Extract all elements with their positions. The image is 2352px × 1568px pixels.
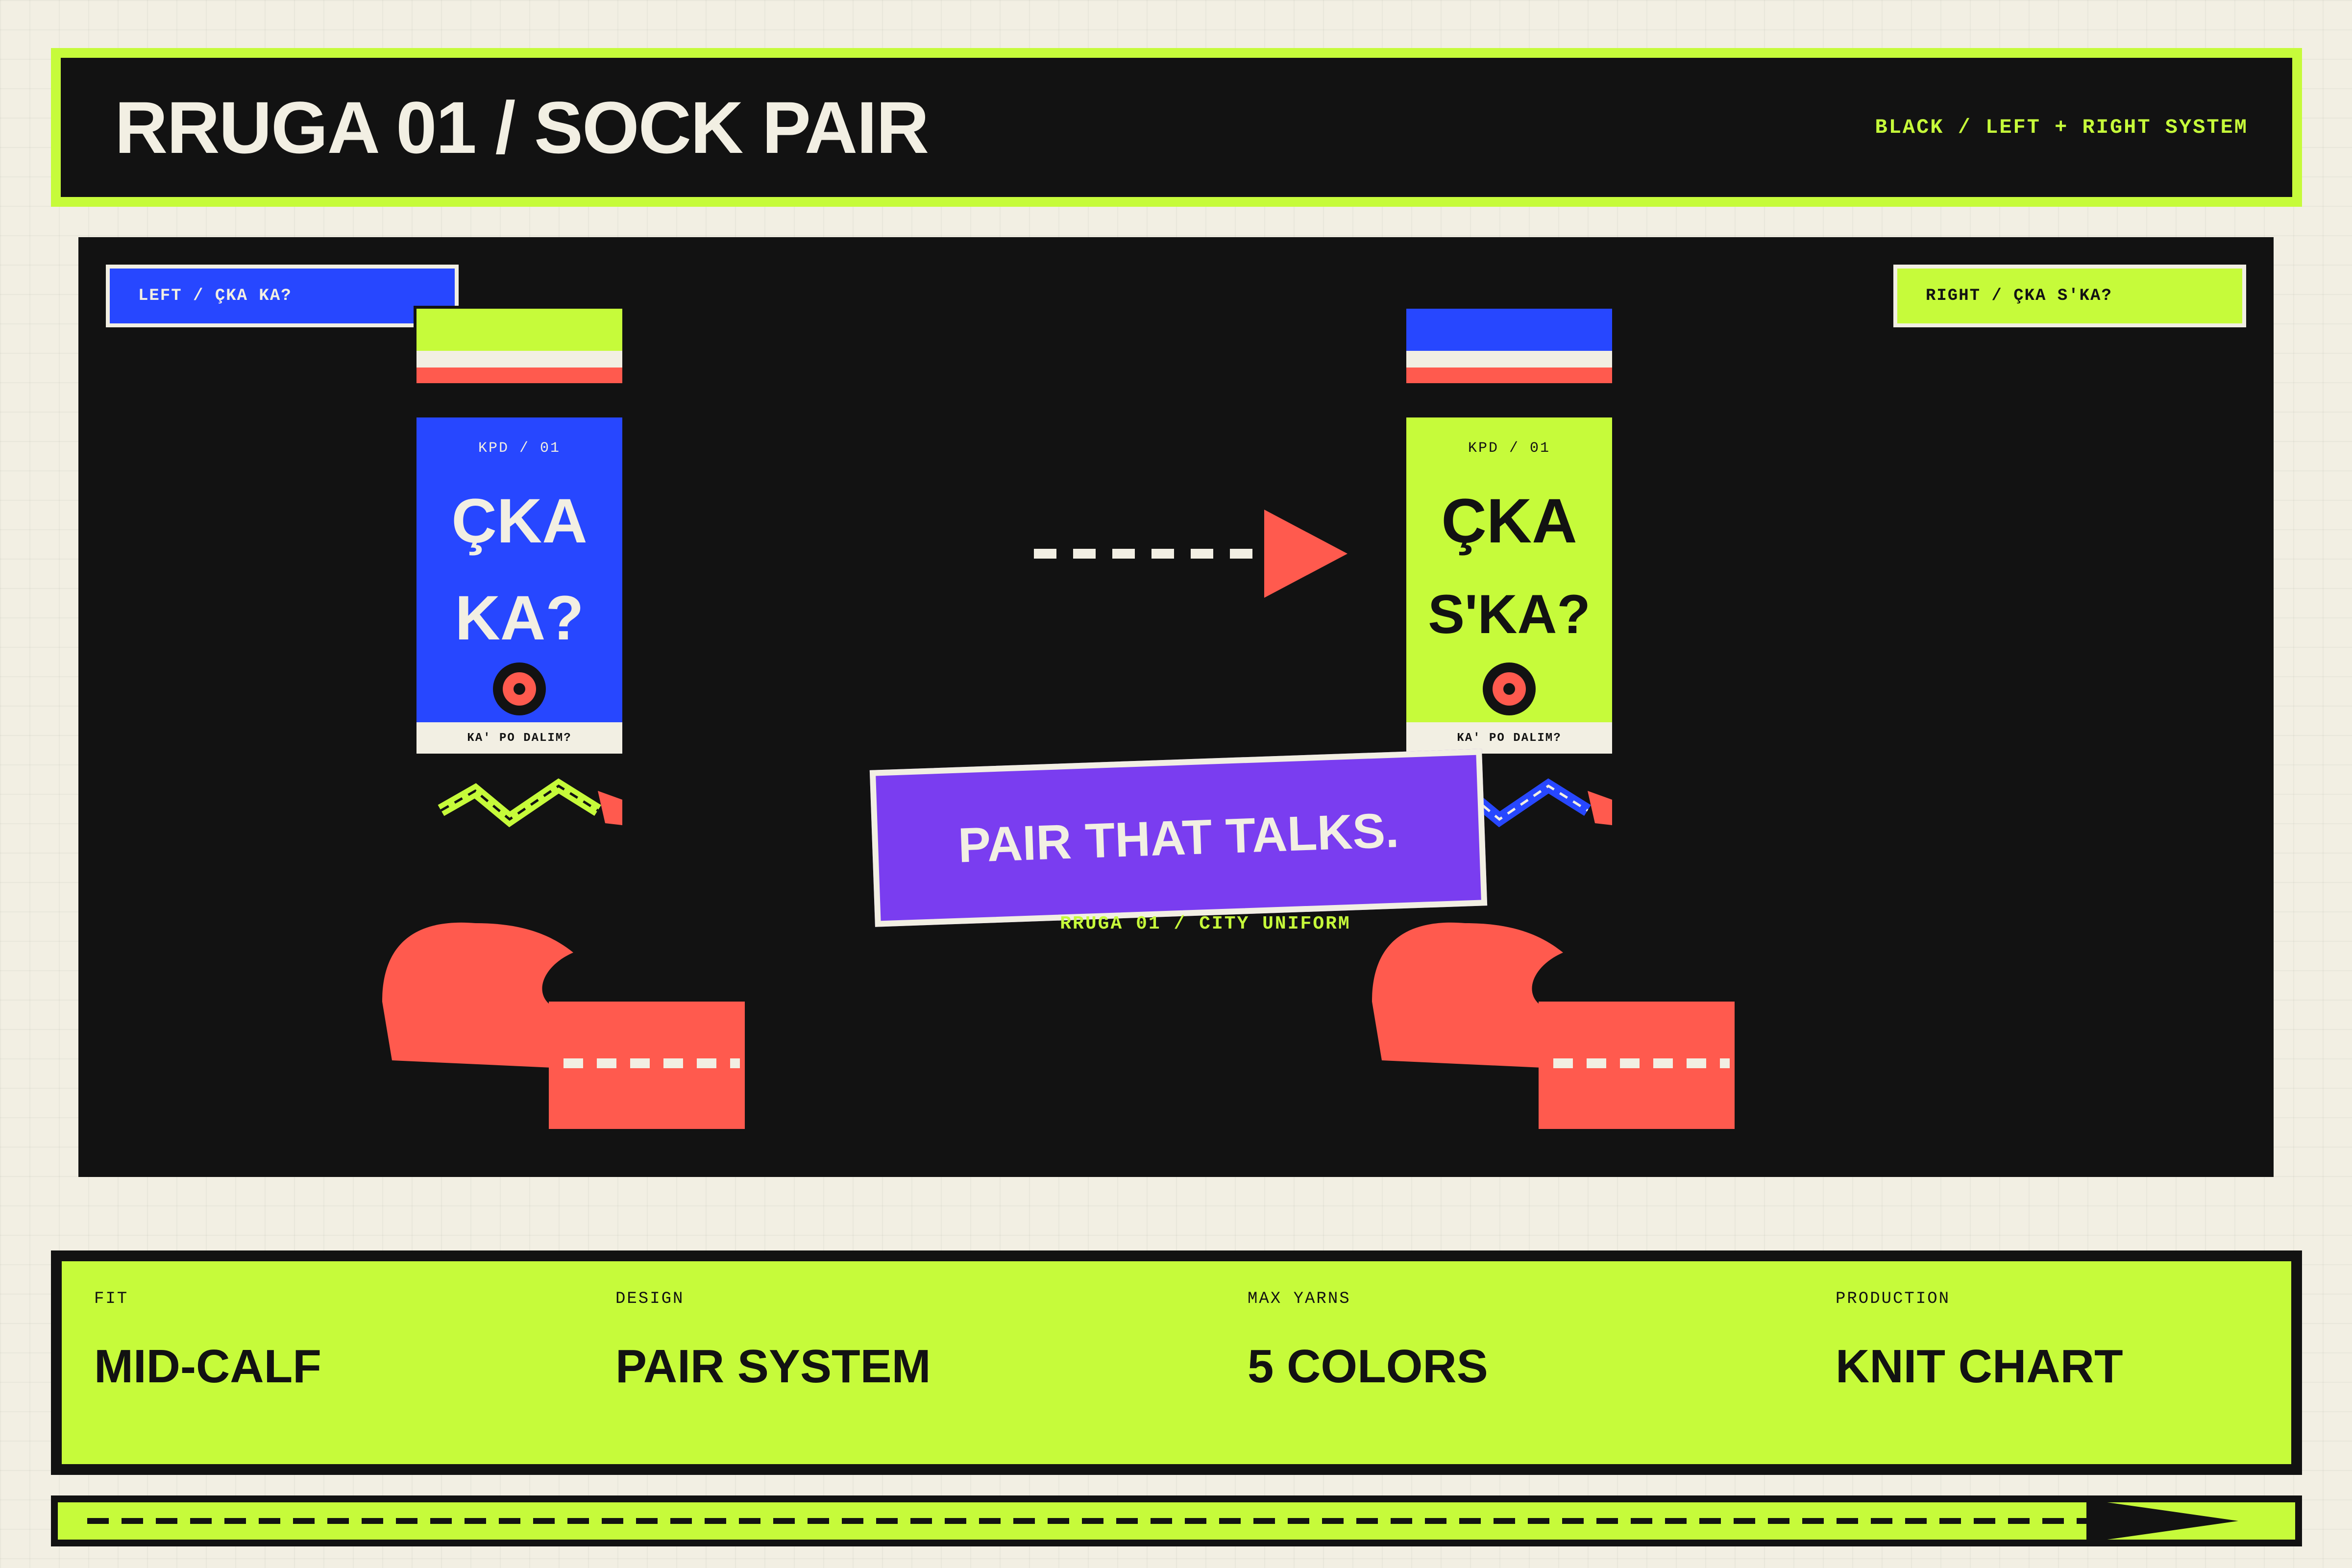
spec-value: PAIR SYSTEM	[615, 1340, 931, 1393]
right-cuff-stripes	[1406, 309, 1612, 383]
stripe	[1406, 309, 1612, 351]
spec-key: PRODUCTION	[1836, 1290, 1951, 1308]
right-sock-label: KPD / 01 ÇKA S'KA? KA' PO DALIM?	[1406, 417, 1612, 754]
stripe	[416, 309, 622, 351]
stripe	[416, 351, 622, 368]
label-word-1: ÇKA	[1441, 486, 1577, 556]
spec-panel-inner: FIT MID-CALF DESIGN PAIR SYSTEM MAX YARN…	[62, 1261, 2291, 1464]
label-footer: KA' PO DALIM?	[416, 722, 622, 754]
spec-key: FIT	[94, 1290, 129, 1308]
label-word-1: ÇKA	[451, 486, 588, 556]
stripe	[1406, 351, 1612, 368]
heel-toe-left	[382, 922, 745, 1129]
heel-toe-right	[1372, 922, 1735, 1129]
spec-panel: FIT MID-CALF DESIGN PAIR SYSTEM MAX YARN…	[51, 1250, 2302, 1475]
slogan-text: PAIR THAT TALKS.	[957, 802, 1400, 873]
spec-key: MAX YARNS	[1248, 1290, 1351, 1308]
right-tag: RIGHT / ÇKA S'KA?	[1893, 265, 2246, 327]
progress-strip	[51, 1495, 2302, 1546]
target-icon	[1483, 662, 1536, 715]
label-word-2: KA?	[455, 583, 584, 653]
sock-stage: LEFT / ÇKA KA? RIGHT / ÇKA S'KA? KPD / 0…	[78, 237, 2274, 1177]
header-subtitle: BLACK / LEFT + RIGHT SYSTEM	[1875, 116, 2248, 139]
spec-key: DESIGN	[615, 1290, 685, 1308]
spec-value: MID-CALF	[94, 1340, 321, 1393]
stripe	[416, 368, 622, 383]
zigzag-left	[438, 778, 622, 828]
label-word-2: S'KA?	[1428, 584, 1591, 645]
slogan-sticker: PAIR THAT TALKS.	[869, 749, 1488, 927]
spec-value: 5 COLORS	[1248, 1340, 1488, 1393]
label-code: KPD / 01	[1468, 440, 1551, 457]
header-bar: RRUGA 01 / SOCK PAIR BLACK / LEFT + RIGH…	[51, 48, 2302, 207]
progress-track	[58, 1502, 2295, 1540]
label-code: KPD / 01	[478, 440, 561, 457]
spec-value: KNIT CHART	[1836, 1340, 2123, 1393]
label-footer: KA' PO DALIM?	[1406, 722, 1612, 754]
left-tag: LEFT / ÇKA KA?	[106, 265, 459, 327]
target-icon	[493, 662, 546, 715]
stage-caption: RRUGA 01 / CITY UNIFORM	[1060, 913, 1351, 934]
progress-arrow	[87, 1502, 2238, 1540]
left-sock-label: KPD / 01 ÇKA KA? KA' PO DALIM?	[416, 417, 622, 754]
left-cuff-stripes	[414, 306, 625, 386]
stripe	[1406, 368, 1612, 383]
arrow-right-icon	[1034, 510, 1348, 598]
header-inner: RRUGA 01 / SOCK PAIR BLACK / LEFT + RIGH…	[61, 58, 2292, 197]
page-title: RRUGA 01 / SOCK PAIR	[115, 86, 929, 169]
